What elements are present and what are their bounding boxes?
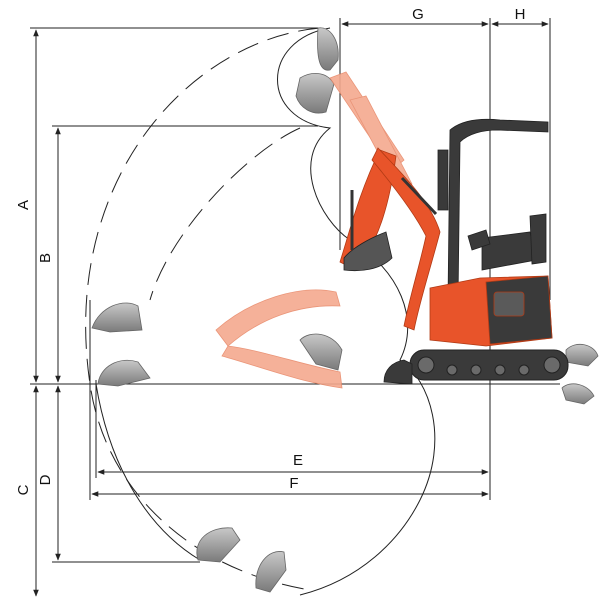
ghost-bucket-bottom [196, 527, 287, 593]
ghost-bucket-mid [299, 333, 343, 371]
dozer-blade [383, 359, 413, 385]
inner-arc [149, 127, 301, 301]
excavator-bucket-main [343, 231, 393, 272]
machine-body [429, 275, 553, 347]
dim-h-label: H [515, 6, 526, 23]
ghost-arm-upright [329, 71, 413, 191]
crawler-track [409, 349, 569, 381]
ghost-bucket-right [561, 343, 599, 405]
canopy-frame [437, 118, 549, 301]
boom-cylinder [350, 176, 438, 250]
excavator-boom [339, 147, 441, 331]
dim-d-label: D [37, 474, 54, 485]
dim-g-label: G [412, 6, 424, 23]
ghost-arm-low [215, 289, 343, 389]
ghost-bucket-left [91, 302, 151, 387]
dim-b-label: B [37, 253, 54, 263]
operator-seat [467, 213, 547, 271]
dim-e-label: E [293, 452, 303, 469]
ghost-bucket-top [295, 27, 339, 114]
swing-arc [277, 27, 436, 596]
dim-a-label: A [15, 200, 32, 210]
dim-f-label: F [289, 475, 298, 492]
dim-c-label: C [15, 484, 32, 495]
